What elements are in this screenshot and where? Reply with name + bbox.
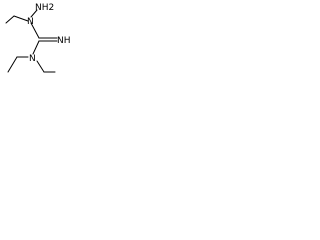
- bond-c-n-lower: [32, 40, 40, 55]
- bond-layer: [5, 9, 58, 73]
- chemical-structure: N NH2 NH N: [5, 3, 71, 73]
- bond-ethyl-left-2: [7, 56, 18, 73]
- structure-canvas: N NH2 NH N: [0, 0, 78, 77]
- atom-imine-nh: NH: [57, 36, 71, 46]
- atom-hydrazine-nh2: NH2: [35, 3, 54, 13]
- atom-amine-n: N: [29, 54, 36, 64]
- bond-ethyl-top-2: [13, 15, 29, 22]
- bond-ethyl-top-1: [5, 15, 15, 24]
- bond-n-c: [30, 22, 40, 39]
- bond-n-nh2: [30, 9, 38, 18]
- atom-hydrazine-n: N: [27, 17, 34, 27]
- bond-ethyl-right-1: [36, 60, 45, 73]
- atom-labels: N NH2 NH N: [27, 3, 71, 64]
